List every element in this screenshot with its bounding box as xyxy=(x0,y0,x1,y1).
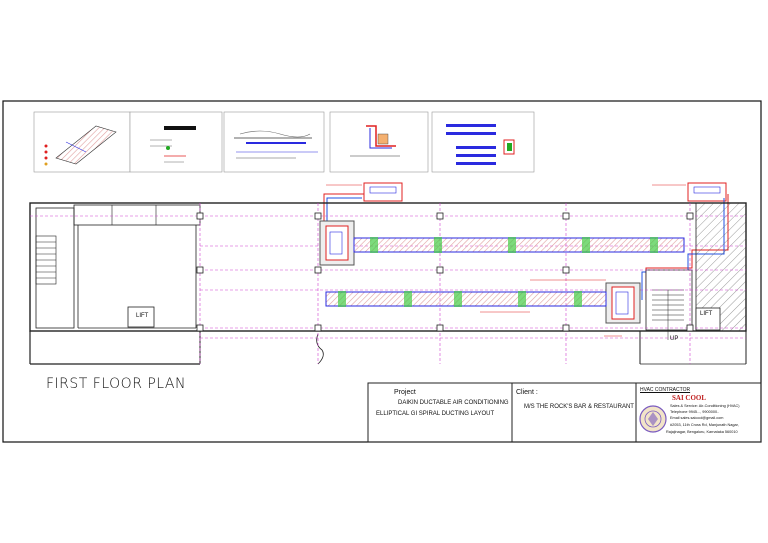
title-block xyxy=(367,382,762,443)
mounting-detail-icon xyxy=(150,126,196,163)
client-name: M/S THE ROCK'S BAR & RESTAURANT xyxy=(524,404,634,410)
lift-left-box xyxy=(127,306,155,328)
indoor-unit-right xyxy=(605,282,641,324)
detail-thumbnails xyxy=(33,111,535,173)
contractor-logo xyxy=(639,405,667,433)
callout-leaders xyxy=(480,279,622,337)
duct-connector xyxy=(404,291,412,307)
duct-connector xyxy=(650,237,658,253)
contractor-line-2: Telephone 9945..., 9900000.. xyxy=(670,410,720,414)
project-line-2: ELLIPTICAL GI SPIRAL DUCTING LAYOUT xyxy=(376,411,495,417)
plan-title: FIRST FLOOR PLAN xyxy=(46,376,186,392)
duct-connector xyxy=(518,291,526,307)
lift-right-label: LIFT xyxy=(700,311,713,317)
duct-connector xyxy=(582,237,590,253)
contractor-line-5: Rajajinagar, Bengaluru, Karnataka 560010 xyxy=(666,430,738,434)
duct-run-upper xyxy=(353,237,685,253)
duct-connector xyxy=(508,237,516,253)
section-detail-icon xyxy=(234,130,318,159)
stair-left xyxy=(35,235,57,285)
duct-run-lower xyxy=(325,291,607,307)
outdoor-unit-left xyxy=(326,182,403,202)
client-heading: Client : xyxy=(516,389,538,396)
project-heading: Project xyxy=(394,389,416,396)
contractor-line-1: Sales & Service: Air-Conditioning (HVAC) xyxy=(670,404,740,408)
detail-thumb-1 xyxy=(33,111,131,173)
lift-left-label: LIFT xyxy=(136,313,149,319)
duct-connector xyxy=(454,291,462,307)
contractor-line-4: #2053, 11th Cross Rd, Manjunath Nagar, xyxy=(670,423,739,427)
duct-connector xyxy=(370,237,378,253)
stair-up-label: UP xyxy=(670,336,679,342)
contractor-name: SAI COOL xyxy=(672,394,707,402)
outdoor-unit-right xyxy=(652,182,727,202)
indoor-unit-left xyxy=(319,220,355,266)
duct-connector xyxy=(574,291,582,307)
duct-isometric-icon xyxy=(44,125,117,166)
structural-columns xyxy=(196,212,694,332)
detail-thumb-2 xyxy=(129,111,223,173)
duct-connector xyxy=(434,237,442,253)
project-line-1: DAIKIN DUCTABLE AIR CONDITIONING xyxy=(398,400,509,406)
contractor-heading: HVAC CONTRACTOR xyxy=(640,387,691,393)
connection-detail-icon xyxy=(350,125,400,157)
duct-connector xyxy=(338,291,346,307)
schematic-detail-icon xyxy=(446,124,515,165)
lift-right-box xyxy=(695,307,721,331)
contractor-line-3: Email sales.saicool@gmail.com xyxy=(670,416,724,420)
building-walls xyxy=(29,202,747,365)
